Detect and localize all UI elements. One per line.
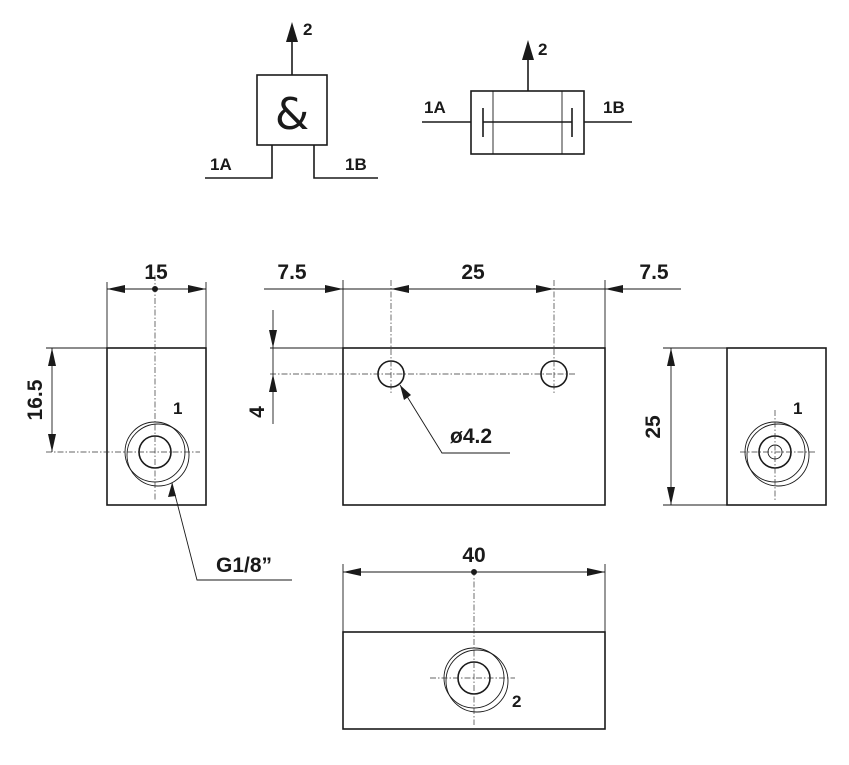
dim-front-spacing: 25 <box>461 261 485 284</box>
and-input-a-label: 1A <box>210 155 232 174</box>
left-side-view: 15 16.5 1 G1/8” <box>24 261 292 581</box>
port-label-bottom: 2 <box>512 692 521 711</box>
dim-front-left: 7.5 <box>277 261 307 284</box>
right-side-view: 25 1 <box>642 347 827 506</box>
dim-front-right: 7.5 <box>639 261 669 284</box>
dim-hole-offset: 4 <box>246 406 269 418</box>
shuttle-output-label: 2 <box>538 40 547 59</box>
bottom-view: 40 2 <box>342 544 606 730</box>
output-arrow <box>286 22 298 42</box>
hole-dia-callout: ø4.2 <box>450 425 492 448</box>
shuttle-valve-symbol: 2 1A 1B <box>422 40 632 155</box>
port-label-left: 1 <box>173 399 182 418</box>
and-input-b-label: 1B <box>345 155 367 174</box>
and-output-label: 2 <box>303 20 312 39</box>
front-view: 7.5 25 7.5 4 ø4.2 <box>246 261 681 506</box>
shuttle-input-b-label: 1B <box>603 98 625 117</box>
dim-side-height: 16.5 <box>24 379 47 420</box>
dim-side-width: 15 <box>144 261 168 284</box>
thread-callout: G1/8” <box>216 554 272 577</box>
dim-right-height: 25 <box>642 415 665 439</box>
dim-bottom-width: 40 <box>462 544 485 567</box>
and-valve-symbol: & 2 1A 1B <box>205 20 378 179</box>
shuttle-input-a-label: 1A <box>424 98 446 117</box>
port-label-right: 1 <box>793 399 802 418</box>
and-glyph: & <box>275 89 309 140</box>
shuttle-output-arrow <box>522 40 534 60</box>
